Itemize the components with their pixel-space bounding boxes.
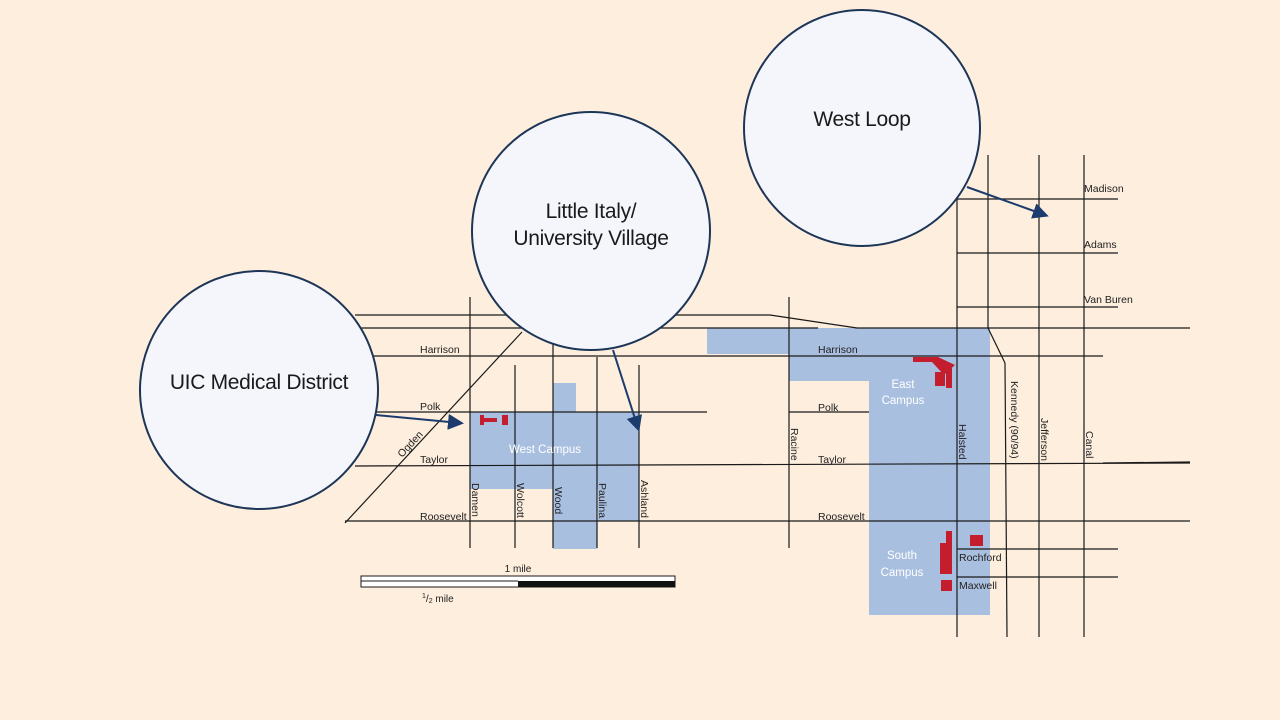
roosevelt-east-label: Roosevelt	[818, 511, 865, 523]
east-building-2	[935, 372, 945, 386]
west-campus-north-tab	[553, 383, 576, 413]
scale-one-mile-label: 1 mile	[505, 564, 532, 575]
canal-connector	[1102, 461, 1191, 464]
medical-district-bubble[interactable]	[139, 270, 379, 510]
south-campus-label-2: Campus	[881, 567, 924, 579]
east-building-3	[946, 368, 952, 388]
west-campus-label: West Campus	[509, 444, 581, 456]
roosevelt-west-label: Roosevelt	[420, 511, 467, 523]
jefferson-label: Jefferson	[1038, 418, 1050, 461]
south-building-4	[941, 580, 952, 591]
ogden-avenue	[344, 331, 523, 524]
west-campus-south-tab	[553, 488, 597, 549]
taylor-east-label: Taylor	[818, 454, 847, 466]
wolcott-label: Wolcott	[514, 483, 526, 518]
ashland-label: Ashland	[638, 480, 650, 518]
west-loop-bubble[interactable]	[743, 9, 981, 247]
east-campus-label-1: East	[891, 379, 915, 391]
rochford-label: Rochford	[959, 552, 1002, 564]
kennedy-south	[1004, 362, 1008, 638]
racine-label: Racine	[788, 428, 800, 461]
van-buren-label: Van Buren	[1084, 294, 1133, 306]
scale-bar-fill	[518, 581, 675, 587]
polk-east-label: Polk	[818, 402, 839, 414]
east-building-1	[913, 357, 955, 375]
west-campus-southeast-tab	[598, 488, 639, 521]
neighborhood-bubbles	[139, 9, 981, 510]
little-italy-bubble[interactable]	[471, 111, 711, 351]
campus-labels: West Campus East Campus South Campus	[509, 379, 925, 579]
west-campus-area[interactable]	[470, 412, 639, 489]
west-building-1	[480, 418, 497, 422]
medical-district-name: UIC Medical District	[169, 371, 349, 394]
scale-bar: 1 mile 1/2 mile	[360, 564, 676, 605]
little-italy-name-line2: University Village	[513, 227, 669, 251]
south-campus-label-1: South	[887, 550, 917, 562]
canal-label: Canal	[1083, 431, 1095, 458]
polk-west-label: Polk	[420, 401, 441, 413]
south-building-3	[970, 535, 983, 546]
wood-label: Wood	[552, 487, 564, 514]
west-building-2	[480, 415, 484, 425]
eisenhower-bend	[769, 314, 858, 329]
halsted-label: Halsted	[956, 424, 968, 460]
maxwell-label: Maxwell	[959, 580, 997, 592]
kennedy-label: Kennedy (90/94)	[1008, 381, 1020, 459]
street-labels: Madison Adams Van Buren Harrison Harriso…	[395, 183, 1133, 592]
west-building-3	[502, 415, 508, 425]
harrison-west-label: Harrison	[420, 344, 460, 356]
taylor-west-label: Taylor	[420, 454, 449, 466]
horizontal-streets	[345, 198, 1191, 578]
west-loop-name: West Loop	[813, 108, 911, 131]
adams-label: Adams	[1084, 239, 1117, 251]
scale-half-mile-label: 1/2 mile	[422, 593, 454, 605]
south-campus-area[interactable]	[869, 328, 990, 615]
little-italy-name-line1: Little Italy/	[545, 200, 637, 223]
west-loop-arrow	[966, 186, 1049, 219]
little-italy-name: Little Italy/ University Village	[481, 198, 701, 253]
little-italy-arrow	[612, 349, 642, 432]
taylor-street	[354, 462, 1191, 467]
paulina-label: Paulina	[596, 483, 608, 518]
vertical-streets	[344, 155, 1191, 638]
south-building-1	[940, 543, 952, 574]
harrison-east-label: Harrison	[818, 344, 858, 356]
arrows	[375, 186, 1049, 432]
south-building-2	[946, 531, 952, 546]
medical-district-arrow	[375, 413, 464, 430]
east-campus-label-2: Campus	[882, 395, 925, 407]
kennedy-bend	[987, 327, 1006, 364]
damen-label: Damen	[469, 483, 481, 517]
buildings	[480, 357, 983, 591]
madison-label: Madison	[1084, 183, 1124, 195]
